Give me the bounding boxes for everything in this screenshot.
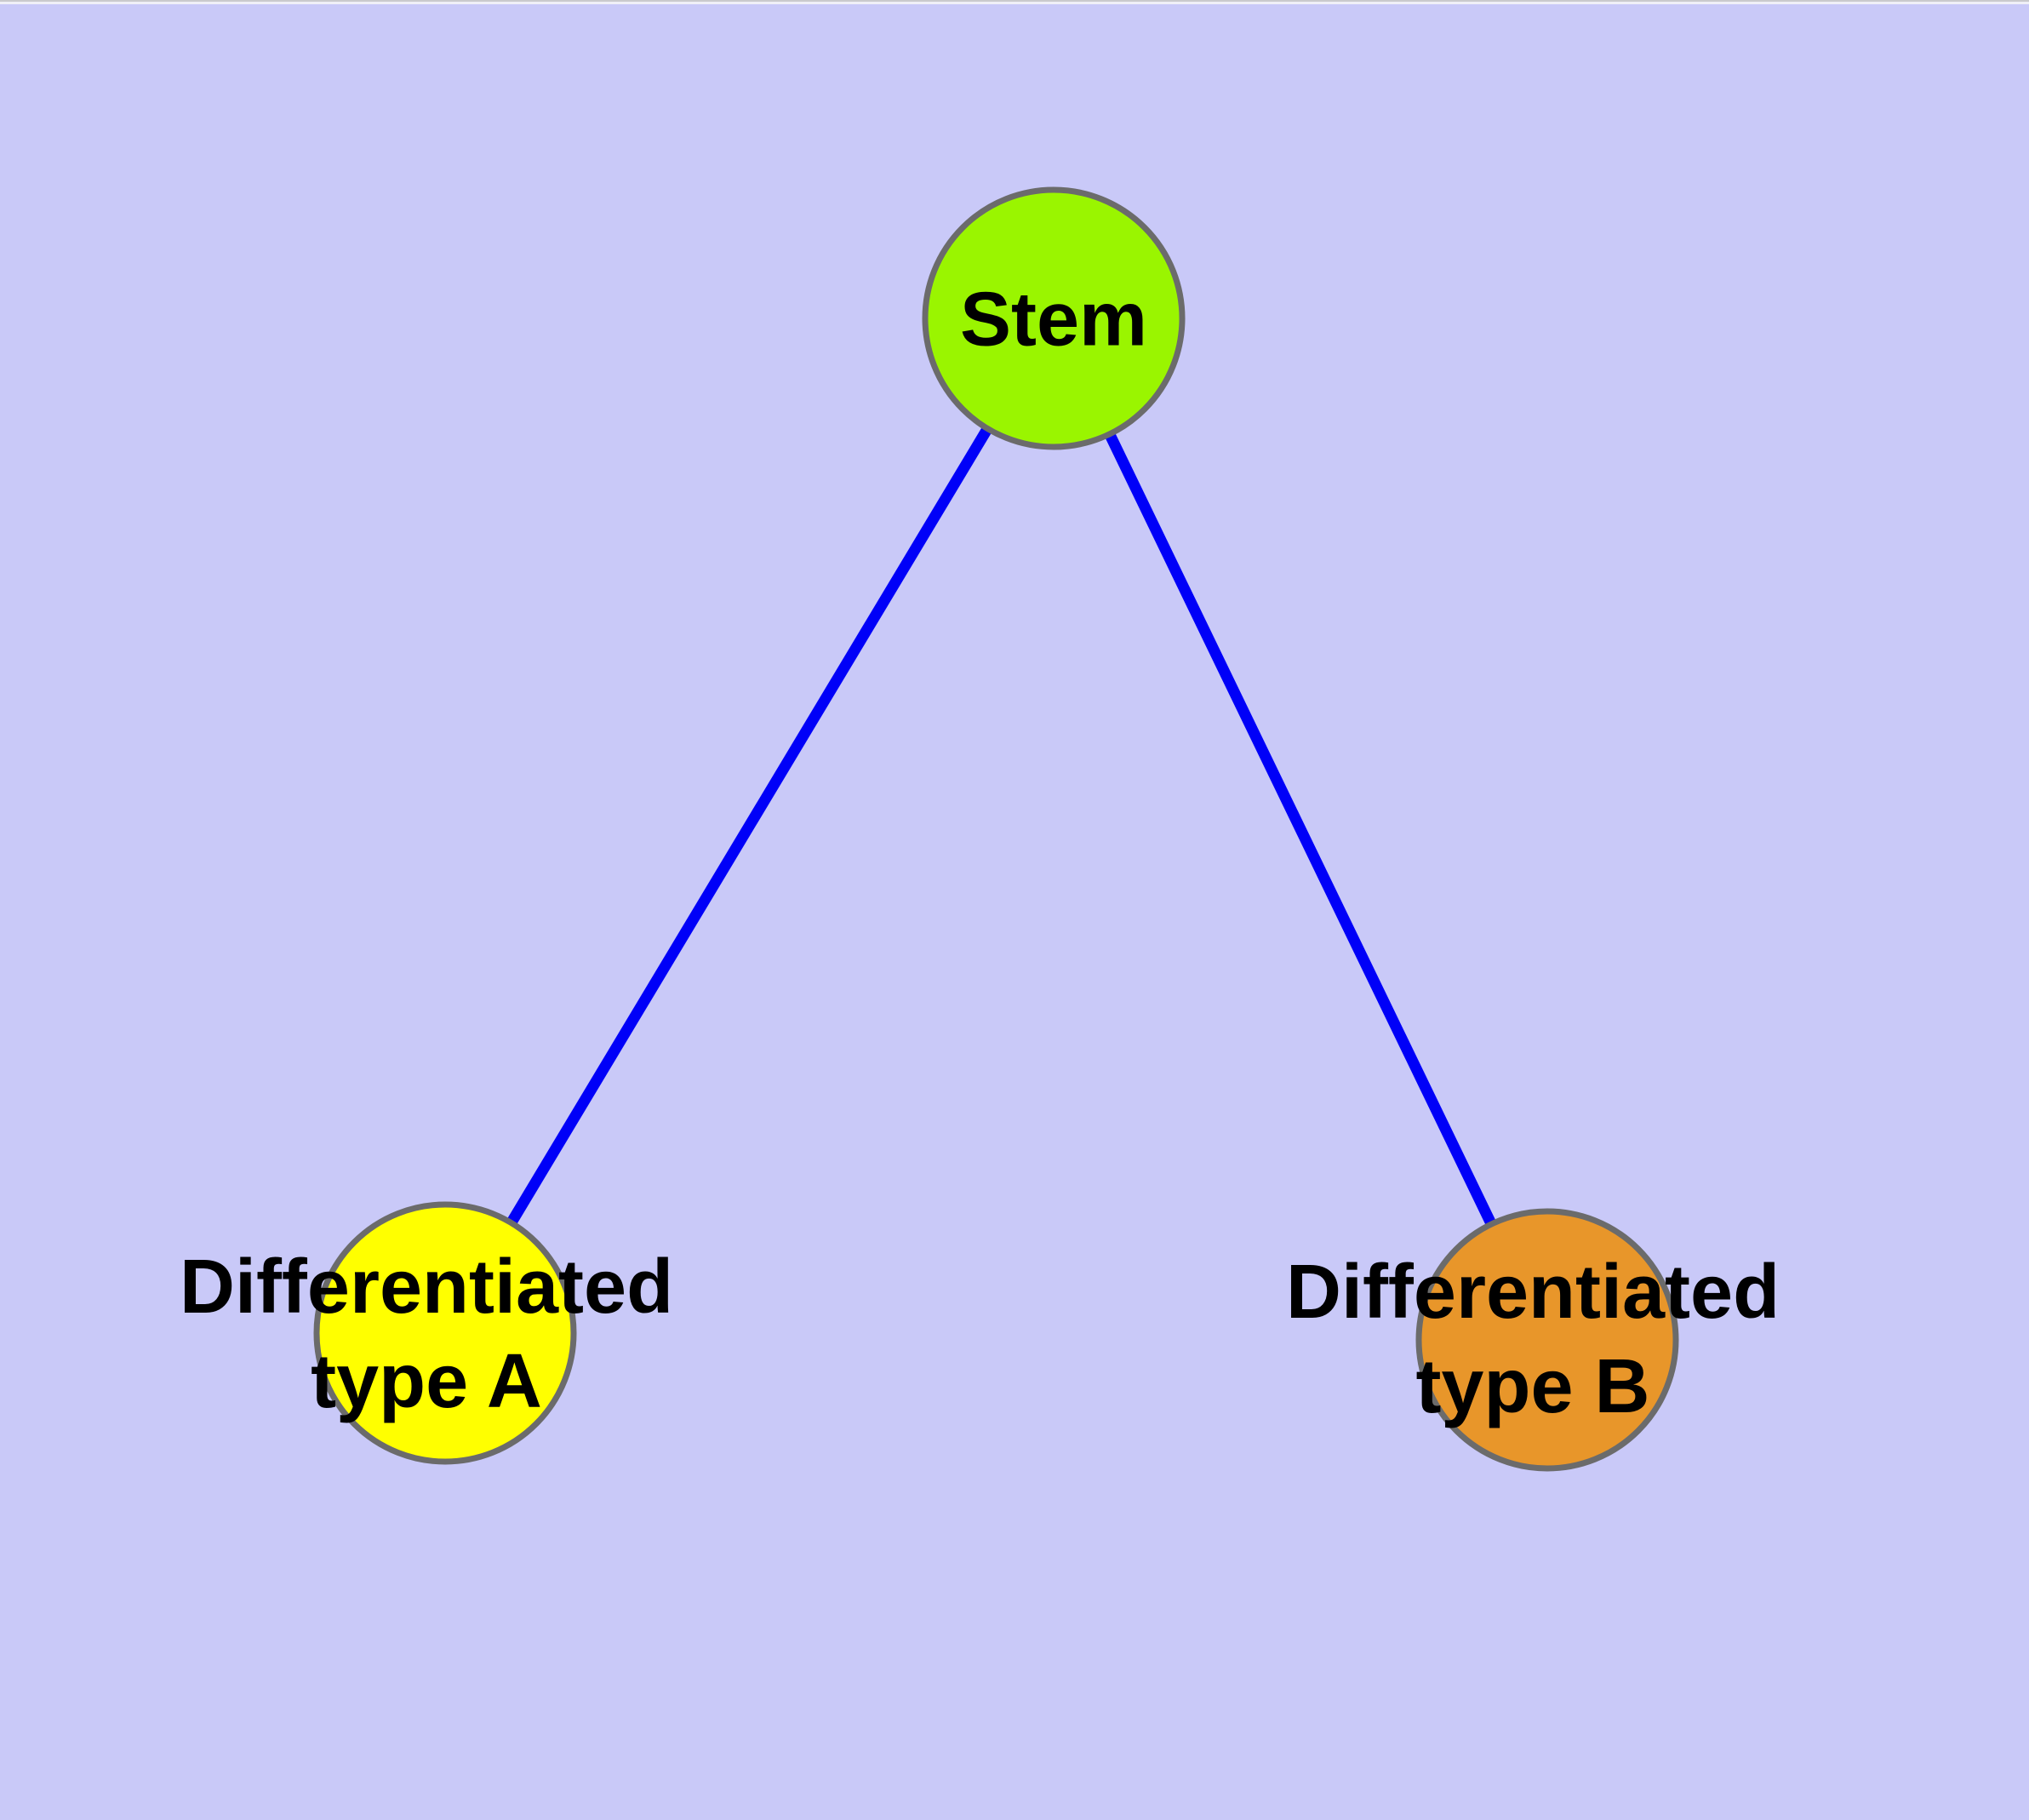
window-top-edge bbox=[0, 0, 2029, 4]
label-line-2: type B bbox=[1415, 1344, 1650, 1429]
node-label-differentiated-type-b: Differentiated type B bbox=[1286, 1245, 1780, 1434]
node-label-stem: Stem bbox=[959, 277, 1148, 363]
node-label-differentiated-type-a: Differentiated type A bbox=[180, 1240, 673, 1429]
label-line-1: Differentiated bbox=[1285, 1250, 1780, 1335]
node-stem bbox=[922, 186, 1186, 450]
edge-stem-to-type-a bbox=[440, 315, 1059, 1336]
label-line-1: Differentiated bbox=[179, 1245, 674, 1330]
node-differentiated-type-a bbox=[313, 1201, 577, 1465]
node-differentiated-type-b bbox=[1415, 1208, 1679, 1472]
edge-stem-to-type-b bbox=[1049, 316, 1552, 1342]
label-line-2: type A bbox=[311, 1339, 542, 1424]
